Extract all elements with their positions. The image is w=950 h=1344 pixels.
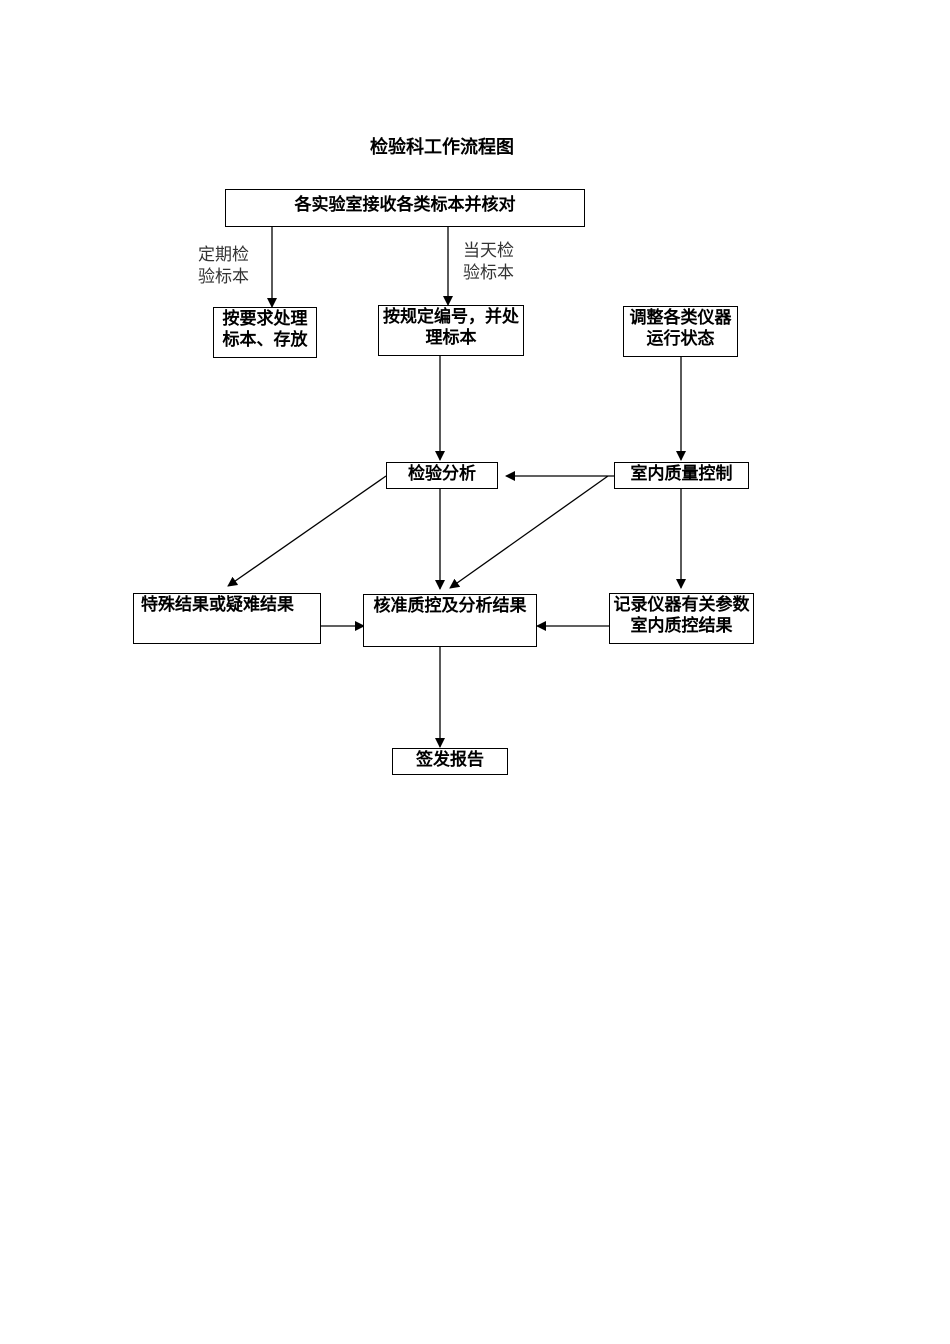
node-record-parameters: 记录仪器有关参数室内质控结果	[609, 593, 754, 644]
edge-label-scheduled: 定期检验标本	[198, 245, 249, 287]
node-adjust-instruments: 调整各类仪器运行状态	[623, 306, 738, 357]
node-analysis: 检验分析	[386, 462, 498, 489]
node-verify-results: 核准质控及分析结果	[363, 594, 537, 647]
node-special-results: 特殊结果或疑难结果	[133, 593, 321, 644]
node-issue-report: 签发报告	[392, 748, 508, 775]
arrow-qc-to-verify	[449, 475, 609, 589]
arrow-analyze-to-special	[227, 475, 387, 587]
node-process-and-store: 按要求处理标本、存放	[213, 307, 317, 358]
node-receive-specimens: 各实验室接收各类标本并核对	[225, 189, 585, 227]
node-internal-qc: 室内质量控制	[614, 462, 749, 489]
page-title: 检验科工作流程图	[370, 137, 514, 158]
node-number-and-process: 按规定编号，并处理标本	[378, 305, 524, 356]
edge-label-sameday: 当天检验标本	[463, 241, 514, 283]
